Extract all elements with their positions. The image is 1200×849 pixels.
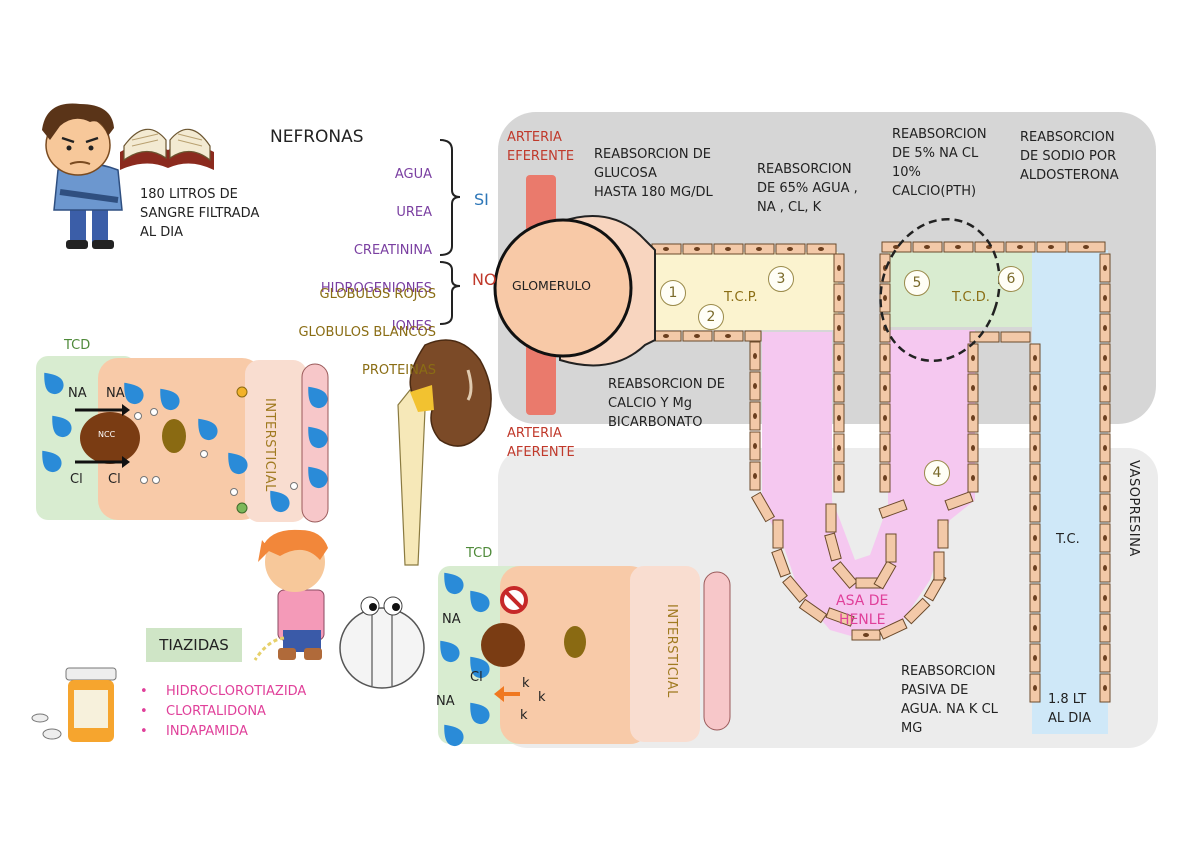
cell1-intersticial-label: INTERSTICIAL (262, 398, 277, 492)
passive-reabsorption-text: REABSORCION PASIVA DE AGUA. NA K CL MG (901, 664, 998, 736)
glomerulo-label: GLOMERULO (512, 278, 591, 293)
pill-face-icon (339, 596, 425, 689)
tcp-label: T.C.P. (724, 290, 758, 305)
cell1-na-right: NA (106, 386, 125, 401)
boy-urinating-icon (253, 529, 328, 661)
cell1-cl-left: Cl (70, 472, 83, 487)
cell1-tcd-label: TCD (64, 338, 91, 353)
tiazidas-title: TIAZIDAS (146, 628, 242, 662)
si-item: AGUA (394, 167, 432, 182)
pill-bottle-icon (31, 667, 117, 742)
calcium-reabsorption-text: REABSORCION DE CALCIO Y Mg BICARBONATO (608, 377, 725, 430)
cell2-intersticial-label: INTERSTICIAL (664, 604, 679, 698)
book-icon (120, 128, 214, 170)
nefronas-title: NEFRONAS (270, 127, 364, 147)
macula-densa-highlight (879, 217, 1001, 363)
si-item: IONES (391, 319, 432, 334)
tc-label: T.C. (1056, 532, 1080, 547)
tcd-label: T.C.D. (952, 290, 990, 305)
no-bracket (439, 261, 461, 325)
si-item: HIDROGENIONES (320, 281, 432, 296)
cell2-k-label: k (520, 708, 528, 723)
henle-fill-outer (762, 330, 975, 640)
filtered-blood-text: 180 LITROS DE SANGRE FILTRADA AL DIA (140, 187, 260, 240)
step-number: 4 (924, 460, 950, 486)
aldosterone-reabsorption-text: REABSORCION DE SODIO POR ALDOSTERONA (1020, 130, 1119, 183)
cell1-cl-right: Cl (108, 472, 121, 487)
output-volume-label: 1.8 LT AL DIA (1048, 692, 1092, 726)
afferent-artery-label: ARTERIA AFERENTE (507, 426, 575, 460)
glucose-reabsorption-text: REABSORCION DE GLUCOSA HASTA 180 MG/DL (594, 147, 713, 200)
prohibited-icon (500, 586, 528, 614)
cell2-k-label: k (522, 676, 530, 691)
henle-label: ASA DE HENLE (836, 593, 889, 628)
step-number: 2 (698, 304, 724, 330)
drug-list: HIDROCLOROTIAZIDA CLORTALIDONA INDAPAMID… (140, 682, 306, 742)
no-item: PROTEINAS (362, 363, 436, 378)
si-label: SI (474, 190, 489, 209)
water-reabsorption-text: REABSORCION DE 65% AGUA , NA , CL, K (757, 162, 858, 215)
collecting-tubule (1032, 250, 1108, 734)
si-item: UREA (396, 205, 432, 220)
student-icon (42, 103, 123, 249)
efferent-artery-label: ARTERIA EFERENTE (507, 130, 575, 164)
ncc-transporter-label: NCC (98, 430, 116, 439)
drug-item: INDAPAMIDA (140, 722, 306, 742)
no-item-list: GLOBULOS ROJOS GLOBULOS BLANCOS PROTEINA… (260, 266, 436, 399)
si-bracket (439, 139, 461, 256)
cell2-k-label: k (538, 690, 546, 705)
cell2-cl-label: Cl (470, 670, 483, 685)
no-item: GLOBULOS BLANCOS (298, 325, 436, 340)
step-number: 6 (998, 266, 1024, 292)
cell2-na-bottom: NA (436, 694, 455, 709)
si-item: CREATININA (353, 243, 432, 258)
no-item: GLOBULOS ROJOS (319, 287, 437, 302)
water-drops (42, 372, 490, 747)
vasopresina-label: VASOPRESINA (1126, 460, 1141, 557)
step-number: 3 (768, 266, 794, 292)
cell-nuclei (663, 245, 1107, 691)
no-label: NO (472, 270, 497, 289)
drug-item: HIDROCLOROTIAZIDA (140, 682, 306, 702)
cell2-tcd-label: TCD (466, 546, 493, 561)
cell1-na-left: NA (68, 386, 87, 401)
kidney-icon (397, 339, 492, 566)
drug-item: CLORTALIDONA (140, 702, 306, 722)
step-number: 5 (904, 270, 930, 296)
glomerulus (493, 218, 633, 358)
sodium-calcium-reabsorption-text: REABSORCION DE 5% NA CL 10% CALCIO(PTH) (892, 127, 987, 199)
step-number: 1 (660, 280, 686, 306)
cell2-na-top: NA (442, 612, 461, 627)
si-item-list: AGUA UREA CREATININA HIDROGENIONES IONES (300, 146, 432, 355)
